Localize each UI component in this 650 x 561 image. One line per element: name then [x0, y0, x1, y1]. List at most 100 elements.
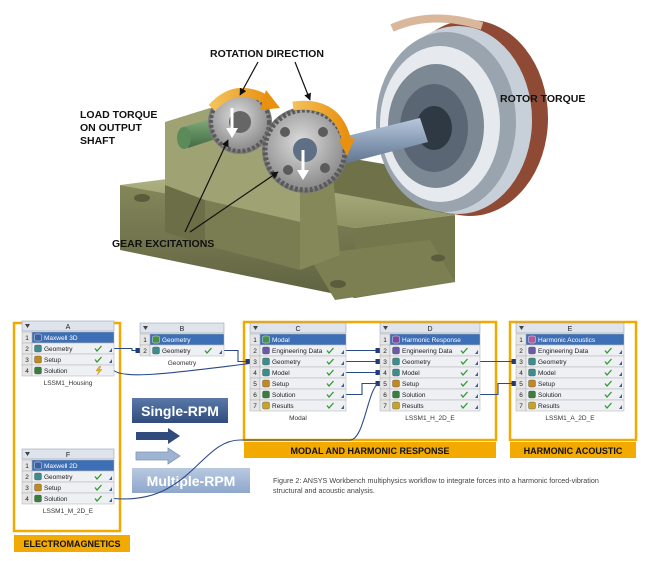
- row-label: Solution: [272, 392, 296, 399]
- multiple-rpm-label: Multiple-RPM: [147, 473, 236, 489]
- electromagnetics-label: ELECTROMAGNETICS: [23, 539, 120, 549]
- check-icon: [326, 369, 334, 377]
- modal-harmonic-frame: [242, 320, 498, 442]
- solution-icon: [34, 494, 42, 503]
- collapse-icon[interactable]: [143, 326, 148, 330]
- collapse-icon[interactable]: [25, 324, 30, 328]
- system-header: [379, 322, 481, 334]
- harmonic-acoustic-frame: [508, 320, 638, 442]
- model-icon: [392, 368, 400, 377]
- lightning-icon: [95, 366, 103, 376]
- harmonic-response-icon: [392, 335, 400, 344]
- row-label: Model: [272, 370, 290, 377]
- system-cell[interactable]: 5 Setup: [379, 377, 481, 390]
- check-icon: [326, 347, 334, 355]
- solution-icon: [262, 390, 270, 399]
- row-label: Solution: [44, 368, 68, 375]
- row-number: 1: [143, 337, 147, 344]
- row-number: 5: [519, 381, 523, 388]
- system-header: [249, 322, 347, 334]
- collapse-icon[interactable]: [253, 326, 258, 330]
- gear-pointer-1: [184, 139, 229, 233]
- row-body: [389, 399, 481, 412]
- row-label: Setup: [272, 381, 289, 388]
- row-label: Engineering Data: [272, 348, 323, 355]
- corner-icon: [219, 350, 222, 354]
- system-letter: C: [295, 326, 300, 333]
- check-icon: [460, 358, 468, 366]
- row-label: Results: [538, 403, 560, 410]
- row-body: [149, 344, 225, 357]
- row-number: 1: [253, 337, 257, 344]
- row-number: 3: [383, 359, 387, 366]
- check-icon: [326, 358, 334, 366]
- corner-icon: [109, 498, 112, 502]
- modal-icon: [262, 335, 270, 344]
- collapse-icon[interactable]: [25, 452, 30, 456]
- row-label: Results: [402, 403, 424, 410]
- row-number: 5: [383, 381, 387, 388]
- setup-icon: [34, 355, 42, 364]
- row-number: 2: [519, 348, 523, 355]
- single-rpm-box: [132, 398, 228, 423]
- system-letter: E: [568, 326, 573, 333]
- row-number: 3: [25, 485, 29, 492]
- solution-icon: [392, 390, 400, 399]
- row-number: 1: [383, 337, 387, 344]
- collapse-icon[interactable]: [519, 326, 524, 330]
- row-label: Model: [538, 370, 556, 377]
- row-number: 3: [25, 357, 29, 364]
- geometry-icon: [152, 335, 160, 344]
- row-label: Setup: [402, 381, 419, 388]
- system-letter: D: [427, 326, 432, 333]
- row-number: 4: [519, 370, 523, 377]
- row-label: Maxwell 3D: [44, 335, 78, 342]
- rotor-motor: [376, 14, 548, 216]
- row-label: Harmonic Acoustics: [538, 337, 596, 344]
- row-number: 2: [143, 348, 147, 355]
- collapse-icon[interactable]: [383, 326, 388, 330]
- callout-rotation-direction: ROTATION DIRECTION: [210, 48, 324, 60]
- link-dot: [511, 359, 517, 364]
- gears: [208, 90, 348, 193]
- rotation-pointer-1: [239, 61, 259, 96]
- system-header: [21, 448, 115, 460]
- system-cell[interactable]: 4 Model: [515, 366, 625, 379]
